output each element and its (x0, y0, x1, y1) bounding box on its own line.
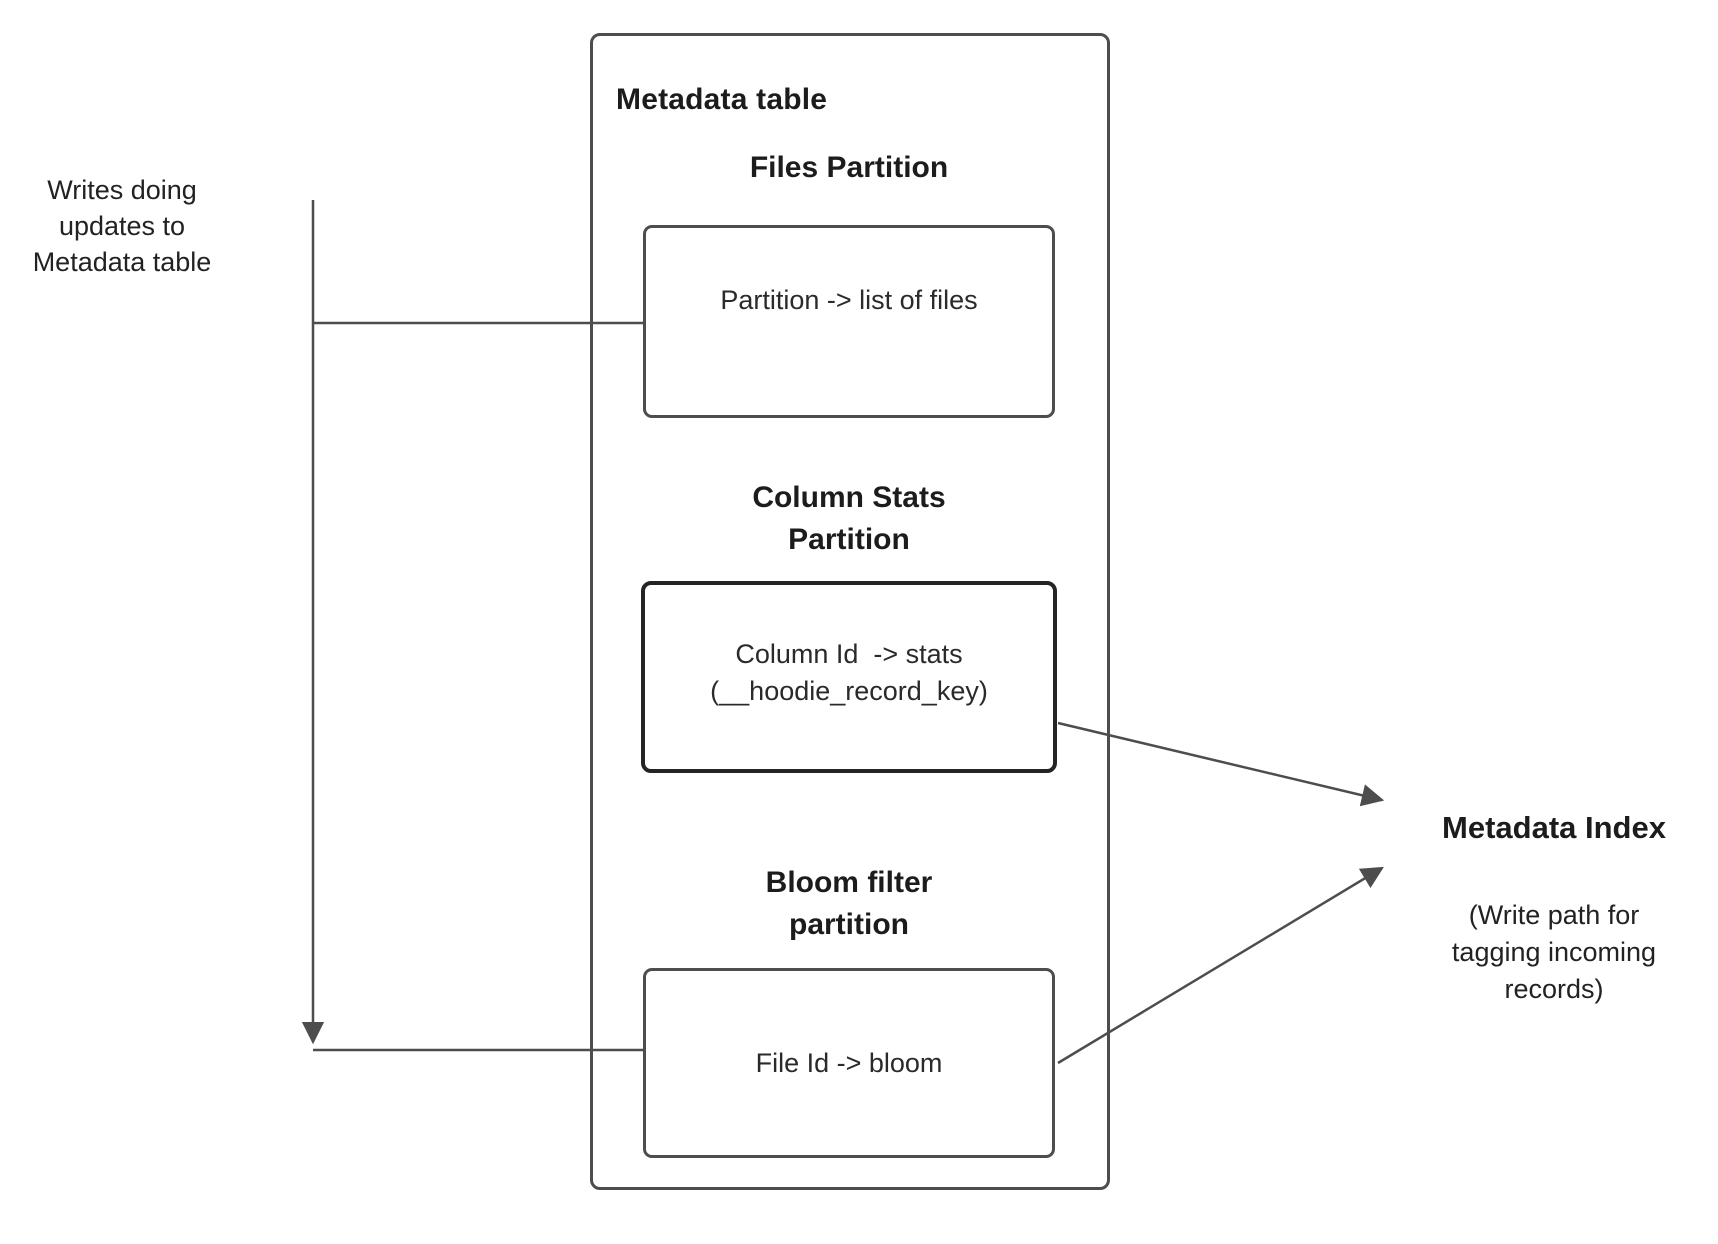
writes-note: Writes doing updates to Metadata table (32, 175, 212, 277)
metadata-table-title: Metadata table (616, 83, 828, 116)
column-stats-partition-heading: Column Stats Partition (752, 481, 946, 556)
column-stats-partition-box: Column Id -> stats (__hoodie_record_key) (641, 581, 1057, 773)
metadata-table-box (590, 33, 1110, 1190)
column-stats-partition-box-text: Column Id -> stats (__hoodie_record_key) (710, 639, 988, 706)
files-partition-heading: Files Partition (749, 151, 949, 184)
metadata-index-subtitle: (Write path for tagging incoming records… (1451, 900, 1657, 1004)
bloom-filter-partition-box: File Id -> bloom (643, 968, 1055, 1158)
metadata-index-title: Metadata Index (1442, 810, 1666, 845)
bloom-filter-partition-box-text: File Id -> bloom (755, 1047, 943, 1078)
bloom-filter-partition-heading: Bloom filter partition (765, 866, 933, 941)
files-partition-box-text: Partition -> list of files (720, 285, 978, 315)
files-partition-box: Partition -> list of files (643, 225, 1055, 418)
